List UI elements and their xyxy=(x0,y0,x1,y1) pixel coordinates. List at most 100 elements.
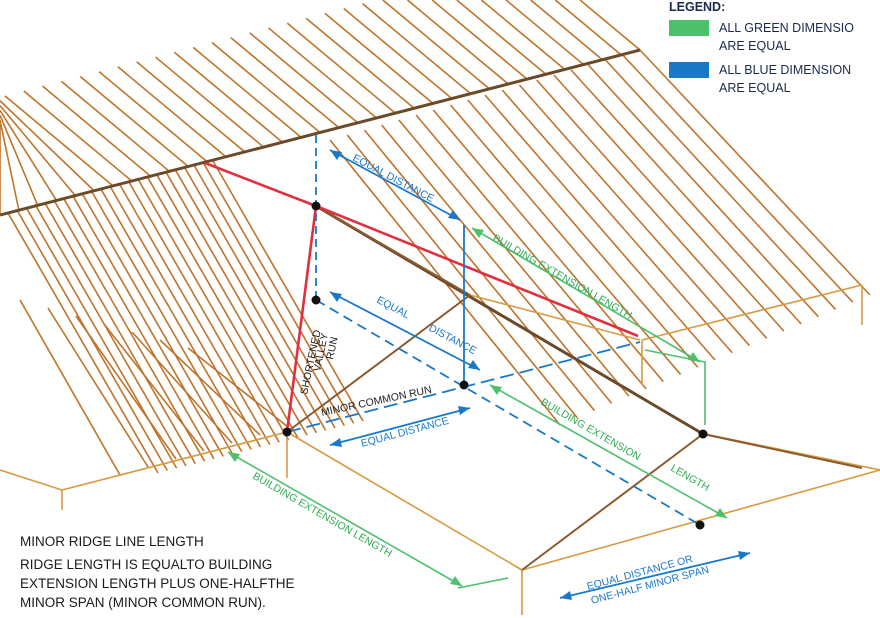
rafter-line xyxy=(0,100,95,192)
valley-and-hip-lines xyxy=(286,205,863,571)
green-arrow-mid xyxy=(489,384,728,519)
junction-dot xyxy=(459,380,469,390)
blue-arrow-low xyxy=(329,407,471,446)
rafter-line xyxy=(570,69,802,325)
rafter-line xyxy=(137,179,290,441)
junction-dot xyxy=(282,427,292,437)
red-ridge-line xyxy=(315,204,639,338)
rafter-line xyxy=(467,99,699,368)
rafter-line xyxy=(0,114,39,206)
rafter-line xyxy=(362,3,472,95)
blue-arrow-mid xyxy=(329,291,481,371)
blue-dashed-long xyxy=(315,299,701,526)
hip-right xyxy=(702,433,863,469)
rafter-line xyxy=(23,90,133,182)
rafter-line xyxy=(98,71,208,163)
rafter-line xyxy=(346,134,578,419)
rafter-line xyxy=(553,74,785,332)
rafter-lines xyxy=(0,0,871,476)
rafter-line xyxy=(72,196,224,457)
rafter-line xyxy=(156,174,308,436)
rafter-line xyxy=(109,186,262,448)
rafter-line xyxy=(249,32,359,124)
hip-upper xyxy=(315,205,471,296)
legend-green-swatch xyxy=(669,20,709,36)
green-arrowheads xyxy=(228,228,727,586)
rafter-line xyxy=(131,331,233,444)
legend-heading: LEGEND: xyxy=(669,0,725,14)
rafter-line xyxy=(456,0,547,75)
rafter-line xyxy=(530,0,603,61)
ridge-lines xyxy=(0,48,704,436)
rafter-line xyxy=(484,94,716,361)
rafter-line xyxy=(7,212,159,474)
legend-blue-line1: ALL BLUE DIMENSION xyxy=(719,63,851,77)
label-distance: DISTANCE xyxy=(427,322,479,357)
rafter-line xyxy=(155,56,265,148)
rafter-line xyxy=(305,17,415,109)
rafter-line xyxy=(117,66,227,158)
main-ridge xyxy=(0,48,641,217)
rafter-line xyxy=(639,49,871,296)
rafter-line xyxy=(0,105,76,197)
rafter-line xyxy=(100,188,252,450)
green-arrow-top xyxy=(471,227,701,363)
blue-arrow-bottom xyxy=(559,552,751,599)
legend-green-line2: ARE EQUAL xyxy=(719,39,791,53)
rafter-line xyxy=(81,193,234,455)
ridge-length-note: MINOR RIDGE LINE LENGTH RIDGE LENGTH IS … xyxy=(20,534,295,610)
rafter-line xyxy=(0,110,58,201)
label-run: RUN xyxy=(324,336,340,361)
note-title: MINOR RIDGE LINE LENGTH xyxy=(20,534,204,549)
blue-arrow-top xyxy=(329,149,461,221)
rafter-line xyxy=(230,37,340,129)
hip-left xyxy=(521,433,704,571)
green-ext-bottom xyxy=(457,577,509,589)
rafter-line xyxy=(47,307,149,468)
label-equal-distance-bottom: EQUAL DISTANCE xyxy=(360,415,450,450)
rafter-line xyxy=(193,165,346,427)
rafter-line xyxy=(79,75,189,168)
rafter-line xyxy=(415,114,647,390)
rafter-line xyxy=(382,0,490,90)
rafter-line xyxy=(554,0,622,56)
rafter-line xyxy=(267,27,377,119)
blue-arrowheads xyxy=(330,150,750,600)
rafter-line xyxy=(19,299,121,476)
rafter-line xyxy=(431,0,528,80)
rafter-line xyxy=(53,200,206,462)
rafter-line xyxy=(187,347,289,428)
note-line3: MINOR SPAN (MINOR COMMON RUN). xyxy=(20,595,266,610)
note-line2: EXTENSION LENGTH PLUS ONE-HALFTHE xyxy=(20,576,295,591)
rafter-line xyxy=(398,119,630,397)
note-line1: RIDGE LENGTH IS EQUALTO BUILDING xyxy=(20,557,272,572)
rafter-line xyxy=(4,95,114,187)
legend-blue-swatch xyxy=(669,62,709,78)
green-ext-right xyxy=(644,349,706,425)
rafter-line xyxy=(42,85,152,177)
green-arrow-bottom xyxy=(227,451,463,587)
rafter-line xyxy=(128,181,280,443)
rafter-line xyxy=(286,22,396,114)
rafter-line xyxy=(136,61,246,153)
junction-points xyxy=(282,201,708,530)
label-building-extension-bottom: BUILDING EXTENSION LENGTH xyxy=(251,470,394,560)
rafter-line xyxy=(505,0,585,66)
rafter-line xyxy=(63,198,215,460)
rafter-line xyxy=(75,315,177,460)
wall-plates xyxy=(0,284,880,615)
junction-dot xyxy=(311,295,321,305)
rafter-line xyxy=(579,0,641,51)
junction-dot xyxy=(695,520,705,530)
junction-dot xyxy=(698,429,708,439)
label-building-extension-top: BUILDING EXTENSION LENGTH xyxy=(491,232,634,322)
rafter-line xyxy=(480,0,566,71)
rafter-line xyxy=(35,205,187,467)
junction-dot xyxy=(311,201,321,211)
rafter-line xyxy=(202,162,355,424)
rafter-line xyxy=(449,104,682,375)
legend-green-line1: ALL GREEN DIMENSIO xyxy=(719,21,854,35)
legend-blue-line2: ARE EQUAL xyxy=(719,81,791,95)
label-equal-distance-top: EQUAL DISTANCE xyxy=(351,152,436,205)
rafter-line xyxy=(536,79,768,339)
